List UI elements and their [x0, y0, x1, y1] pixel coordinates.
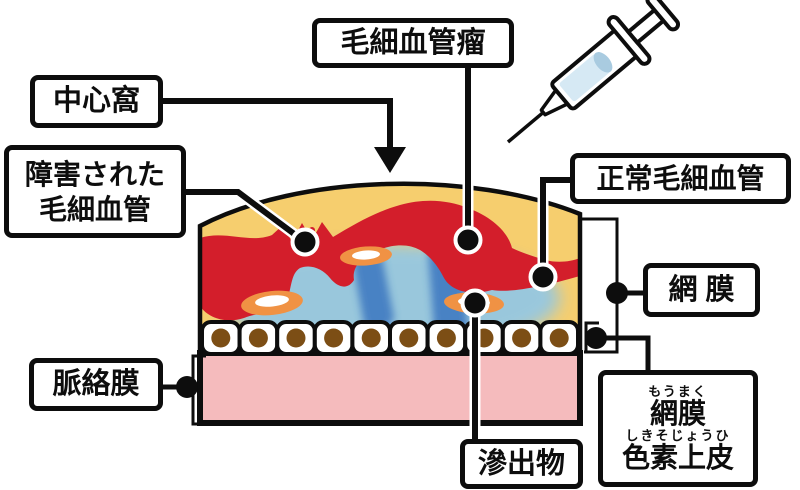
syringe-icon: [506, 0, 681, 144]
label-text: 網膜: [649, 398, 706, 430]
label-text: 脈絡膜: [52, 368, 140, 401]
label-damaged-capillaries: 障害された 毛細血管: [4, 145, 186, 238]
label-text: 網 膜: [668, 273, 735, 306]
furigana-text: もうまく: [648, 383, 708, 399]
label-text: 色素上皮: [621, 441, 734, 473]
rpe-cell-nuclei: [211, 328, 569, 348]
exudate-blob: [340, 246, 392, 266]
choroid-layer: [197, 350, 583, 426]
label-retina: 網 膜: [643, 263, 760, 317]
label-text: 正常毛細血管: [596, 162, 765, 194]
label-capillary-aneurysm: 毛細血管瘤: [312, 18, 514, 68]
furigana-text: しきそじょうひ: [625, 427, 731, 443]
label-text: 滲出物: [477, 447, 565, 480]
callout-dots: [176, 225, 628, 398]
exudate-blob: [241, 290, 303, 316]
fovea-arrowhead: [374, 147, 406, 173]
label-text: 障害された: [24, 158, 165, 190]
edema-drip: [352, 251, 394, 331]
connector-lines: [160, 64, 651, 441]
label-normal-capillaries: 正常毛細血管: [570, 153, 791, 204]
blood-vessel: [200, 200, 580, 321]
label-retinal-pigment-epithelium: もうまく 網膜 しきそじょうひ 色素上皮: [598, 370, 758, 487]
label-text: 毛細血管: [38, 193, 151, 225]
label-text: 毛細血管瘤: [340, 26, 486, 59]
label-exudate: 滲出物: [460, 439, 583, 489]
label-fovea: 中心窩: [30, 75, 163, 128]
label-choroid: 脈絡膜: [29, 358, 163, 411]
label-text: 中心窩: [52, 85, 140, 118]
